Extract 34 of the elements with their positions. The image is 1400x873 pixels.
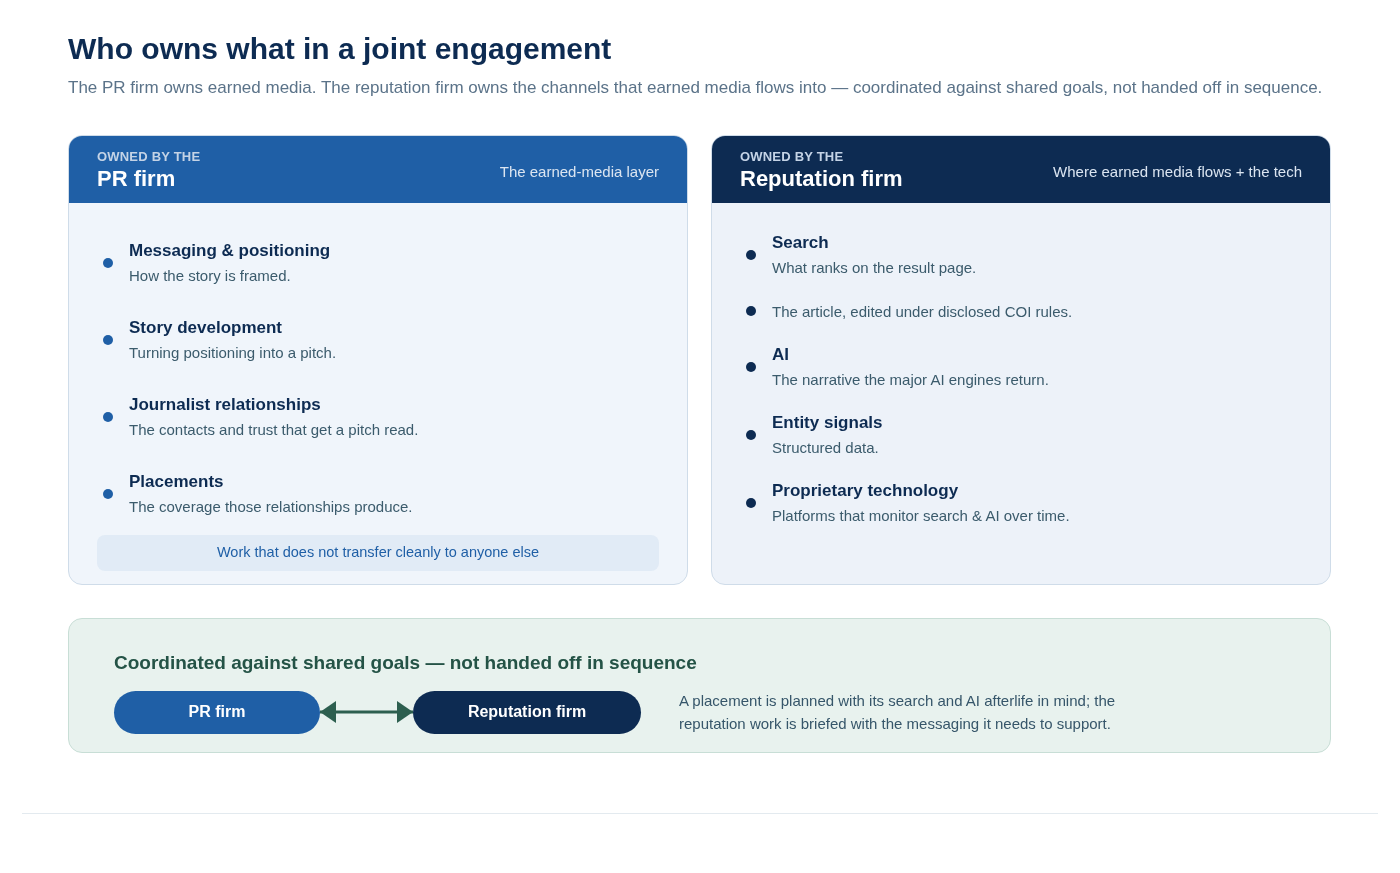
firm-pill: Reputation firm	[413, 690, 641, 734]
item-description: How the story is framed.	[129, 266, 292, 286]
item-description: The narrative the major AI engines return.	[772, 370, 1049, 390]
eyebrow-text: OWNED BY THE	[97, 149, 201, 165]
card-tagline: The earned-media layer	[499, 161, 659, 182]
item-description: Turning positioning into a pitch.	[129, 343, 337, 363]
card-tagline: Where earned media flows + the tech	[1053, 161, 1302, 182]
coordination-panel	[68, 618, 1331, 753]
subtitle: The PR firm owns earned media. The reputation firm owns the channels that earned media flows into — coordinated against shared goals, not handed off in sequence.	[68, 77, 1323, 99]
item-description: Platforms that monitor search & AI over time.	[772, 506, 1070, 526]
ownership-card	[711, 135, 1331, 585]
item-title: Entity signals	[772, 412, 883, 434]
item-title: Messaging & positioning	[129, 240, 331, 262]
card-heading: Reputation firm	[740, 165, 903, 192]
item-title: Placements	[129, 471, 225, 493]
item-title: Search	[772, 232, 830, 254]
double-arrow	[320, 701, 413, 723]
panel-description: A placement is planned with its search and AI afterlife in mind; the reputation work is briefed with the messaging it needs to support.	[679, 691, 1117, 734]
item-description: The coverage those relationships produce.	[129, 497, 413, 517]
ownership-card	[68, 135, 688, 585]
item-title: AI	[772, 344, 790, 366]
item-title: Journalist relationships	[129, 394, 322, 416]
note-banner: Work that does not transfer cleanly to anyone else	[97, 535, 659, 571]
item-title: Proprietary technology	[772, 480, 960, 502]
item-title: Story development	[129, 317, 284, 339]
eyebrow-text: OWNED BY THE	[740, 149, 845, 165]
card-heading: PR firm	[97, 165, 177, 192]
page-title: Who owns what in a joint engagement	[68, 31, 612, 67]
item-description: What ranks on the result page.	[772, 258, 977, 278]
panel-heading: Coordinated against shared goals — not handed off in sequence	[114, 651, 698, 675]
item-description: Structured data.	[772, 438, 880, 458]
item-description: The contacts and trust that get a pitch read.	[129, 420, 419, 440]
firm-pill: PR firm	[114, 690, 320, 734]
item-description: The article, edited under disclosed COI rules.	[772, 302, 1073, 322]
